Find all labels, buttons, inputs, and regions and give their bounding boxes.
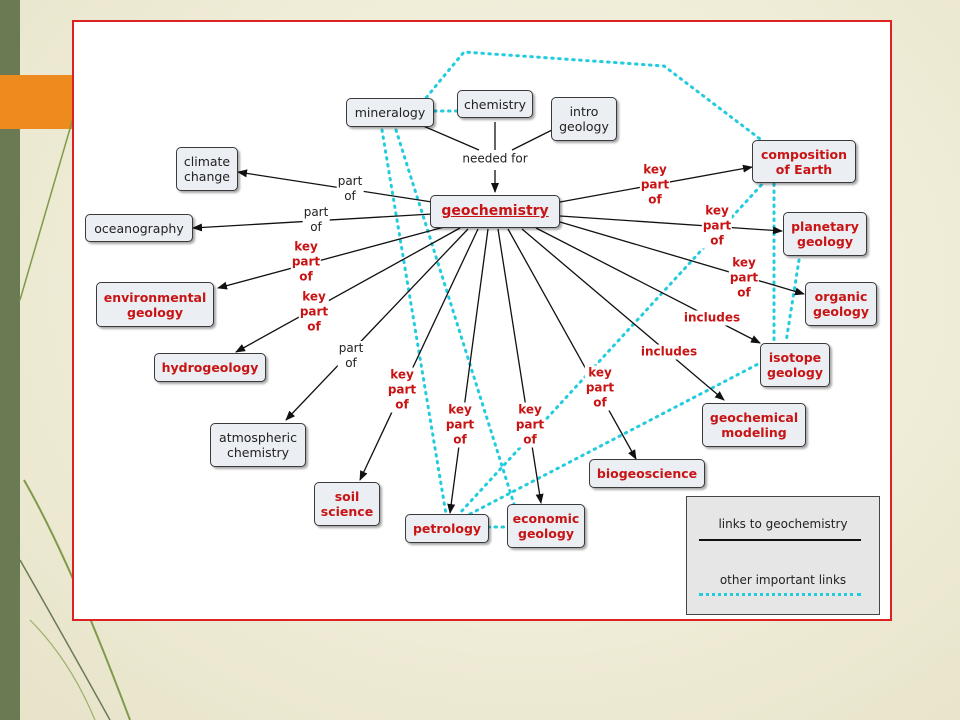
node-hydrogeology[interactable]: hydrogeology (154, 353, 266, 382)
link-geo-soil (359, 228, 479, 481)
label-key-part-environmental: key part of (290, 239, 322, 285)
orange-accent-tab (0, 75, 72, 129)
dotted-link-petrology-isotope (468, 360, 764, 516)
node-chemistry[interactable]: chemistry (457, 90, 533, 118)
node-planetary-geology[interactable]: planetary geology (783, 212, 867, 256)
link-intro-needed (511, 129, 553, 151)
link-geo-environmental (217, 225, 449, 290)
link-geo-petrology (447, 228, 489, 514)
legend-solid-label: links to geochemistry (718, 517, 848, 531)
link-geo-hydrogeology (235, 227, 461, 353)
link-geo-planetary (559, 215, 783, 235)
label-needed-for: needed for (461, 151, 529, 167)
label-part-of-climate: part of (336, 174, 364, 204)
dotted-link-planetary-isotope (784, 258, 801, 344)
label-key-part-planetary: key part of (701, 203, 733, 249)
node-climate-change[interactable]: climate change (176, 147, 238, 191)
link-geo-climate (237, 169, 433, 203)
label-key-part-soil: key part of (386, 367, 418, 413)
label-part-of-atmospheric: part of (337, 341, 365, 371)
node-intro-geology[interactable]: intro geology (551, 97, 617, 141)
node-oceanography[interactable]: oceanography (85, 214, 193, 242)
node-soil-science[interactable]: soil science (314, 482, 380, 526)
link-geo-organic (559, 221, 805, 296)
node-mineralogy[interactable]: mineralogy (346, 98, 434, 127)
concept-map-frame: needed for part of part of key part of k… (72, 20, 892, 621)
node-atmospheric-chemistry[interactable]: atmospheric chemistry (210, 423, 306, 467)
node-biogeoscience[interactable]: biogeoscience (589, 459, 705, 488)
link-geo-modeling (521, 228, 725, 401)
node-environmental-geology[interactable]: environmental geology (96, 282, 214, 327)
label-key-part-organic: key part of (728, 255, 760, 301)
legend-dotted-line (699, 593, 861, 596)
legend-dotted-label: other important links (719, 573, 847, 587)
link-geo-atmospheric (285, 228, 469, 421)
dotted-links (380, 50, 801, 529)
label-includes-modeling: includes (639, 344, 699, 360)
node-geochemistry[interactable]: geochemistry (430, 195, 560, 228)
label-key-part-economic: key part of (514, 402, 546, 448)
solid-links (192, 121, 805, 514)
label-includes-isotope: includes (682, 310, 742, 326)
left-accent-bar (0, 0, 20, 720)
dotted-link-mineralogy-composition (420, 50, 776, 174)
link-geo-economic (497, 228, 544, 504)
label-key-part-hydrogeology: key part of (298, 289, 330, 335)
label-key-part-petrology: key part of (444, 402, 476, 448)
node-organic-geology[interactable]: organic geology (805, 282, 877, 326)
dotted-link-mineralogy-petrology (380, 128, 448, 516)
legend-solid-line (699, 539, 861, 541)
legend-box: links to geochemistry other important li… (686, 496, 880, 615)
link-geo-biogeoscience (507, 228, 637, 460)
label-part-of-oceanography: part of (302, 205, 330, 235)
label-key-part-composition: key part of (639, 162, 671, 208)
node-geochemical-modeling[interactable]: geochemical modeling (702, 403, 806, 447)
dotted-link-mineralogy-economic (394, 128, 516, 506)
node-economic-geology[interactable]: economic geology (507, 504, 585, 548)
node-petrology[interactable]: petrology (405, 514, 489, 543)
concept-map-links (192, 50, 805, 529)
node-isotope-geology[interactable]: isotope geology (760, 343, 830, 387)
label-key-part-biogeoscience: key part of (584, 365, 616, 411)
node-composition-of-earth[interactable]: composition of Earth (752, 140, 856, 183)
